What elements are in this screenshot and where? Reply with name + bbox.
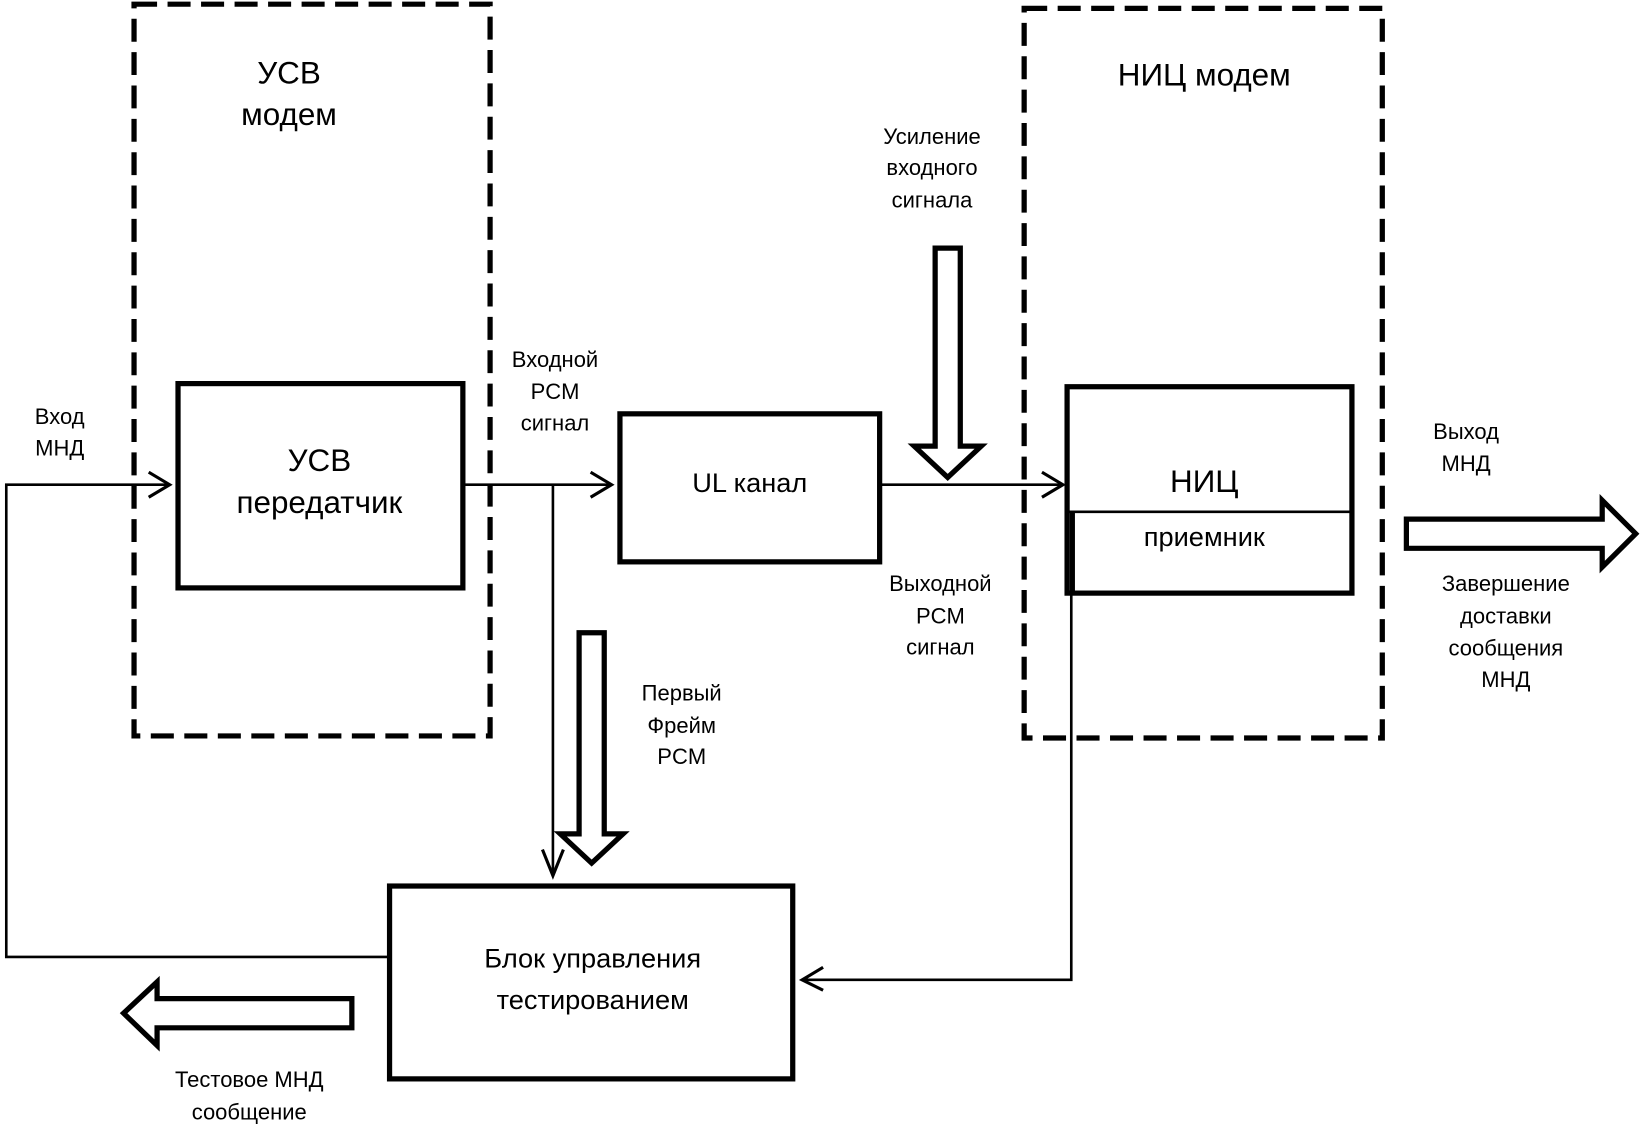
ul-channel-block[interactable]: UL канал: [617, 411, 883, 565]
test-message-label-line1: Тестовое МНД: [175, 1067, 324, 1092]
input-pcm-label-line3: сигнал: [521, 411, 590, 436]
usv-transmitter-frame: [175, 380, 466, 591]
test-control-frame: [386, 883, 796, 1082]
usv-modem-border: [131, 1, 493, 739]
mnd-output-label-line2: МНД: [1442, 451, 1491, 476]
mnd-input-label-line1: Вход: [35, 404, 85, 429]
nic-receiver-top-label: НИЦ: [1170, 464, 1238, 499]
usv-transmitter-line1: УСВ: [288, 443, 352, 478]
input-pcm-arrowhead: [589, 470, 615, 499]
test-message-block-arrow-icon: [119, 975, 355, 1052]
input-gain-block-arrow-icon: [907, 245, 988, 481]
delivery-complete-label-line2: доставки: [1460, 603, 1552, 628]
test-message-label: Тестовое МНД сообщение: [175, 1067, 324, 1124]
mnd-input-loop-wire: [4, 483, 388, 959]
delivery-complete-label-line4: МНД: [1481, 667, 1530, 692]
ul-channel-frame: [617, 411, 883, 565]
output-pcm-label-line1: Выходной: [889, 571, 991, 596]
output-pcm-arrowhead: [1041, 470, 1066, 499]
test-control-block[interactable]: Блок управления тестированием: [386, 883, 796, 1082]
test-message-label-line2: сообщение: [192, 1100, 307, 1125]
mnd-output-label: Выход МНД: [1433, 419, 1499, 476]
nic-modem-label: НИЦ модем: [1118, 58, 1291, 93]
input-gain-label: Усиление входного сигнала: [883, 124, 980, 213]
usv-modem-label-line2: модем: [241, 97, 337, 132]
first-frame-label-line3: PCM: [657, 744, 706, 769]
nic-receiver-bottom-label: приемник: [1144, 521, 1266, 552]
input-gain-label-line3: сигнала: [892, 187, 974, 212]
first-frame-label-line2: Фрейм: [647, 713, 716, 738]
input-gain-label-line1: Усиление: [883, 124, 980, 149]
input-pcm-label-line2: PCM: [531, 379, 580, 404]
mnd-input-label: Вход МНД: [35, 404, 85, 460]
usv-modem-label-line1: УСВ: [257, 55, 321, 90]
receiver-feedback-arrowhead: [798, 966, 824, 992]
usv-transmitter-block[interactable]: УСВ передатчик: [175, 380, 466, 591]
first-frame-block-arrow-icon: [553, 630, 630, 867]
usv-transmitter-line2: передатчик: [236, 485, 402, 520]
mnd-output-label-line1: Выход: [1433, 419, 1499, 444]
output-pcm-label: Выходной PCM сигнал: [889, 571, 991, 660]
input-pcm-label: Входной PCM сигнал: [512, 347, 598, 436]
mnd-output-block-arrow-icon: [1403, 494, 1640, 574]
receiver-feedback-wire: [802, 592, 1073, 982]
nic-modem-container: НИЦ модем: [1021, 5, 1385, 741]
delivery-complete-label-line1: Завершение: [1442, 571, 1570, 596]
nic-modem-border: [1021, 5, 1385, 741]
input-gain-label-line2: входного: [886, 155, 977, 180]
output-pcm-label-line2: PCM: [916, 603, 965, 628]
input-pcm-label-line1: Входной: [512, 347, 598, 372]
output-pcm-label-line3: сигнал: [906, 635, 975, 660]
test-control-line2: тестированием: [497, 984, 689, 1015]
test-control-line1: Блок управления: [484, 942, 701, 973]
usv-modem-container: УСВ модем: [131, 1, 493, 739]
nic-receiver-block[interactable]: НИЦ приемник: [1064, 384, 1355, 596]
nic-receiver-frame: [1064, 384, 1355, 596]
mnd-input-arrowhead: [147, 470, 173, 499]
mnd-input-label-line2: МНД: [35, 436, 84, 461]
first-frame-tap-arrowhead: [540, 848, 565, 880]
ul-channel-label: UL канал: [692, 467, 807, 498]
first-frame-label-line1: Первый: [642, 681, 722, 706]
first-frame-label: Первый Фрейм PCM: [642, 681, 722, 770]
delivery-complete-label: Завершение доставки сообщения МНД: [1442, 571, 1570, 692]
delivery-complete-label-line3: сообщения: [1449, 636, 1564, 661]
